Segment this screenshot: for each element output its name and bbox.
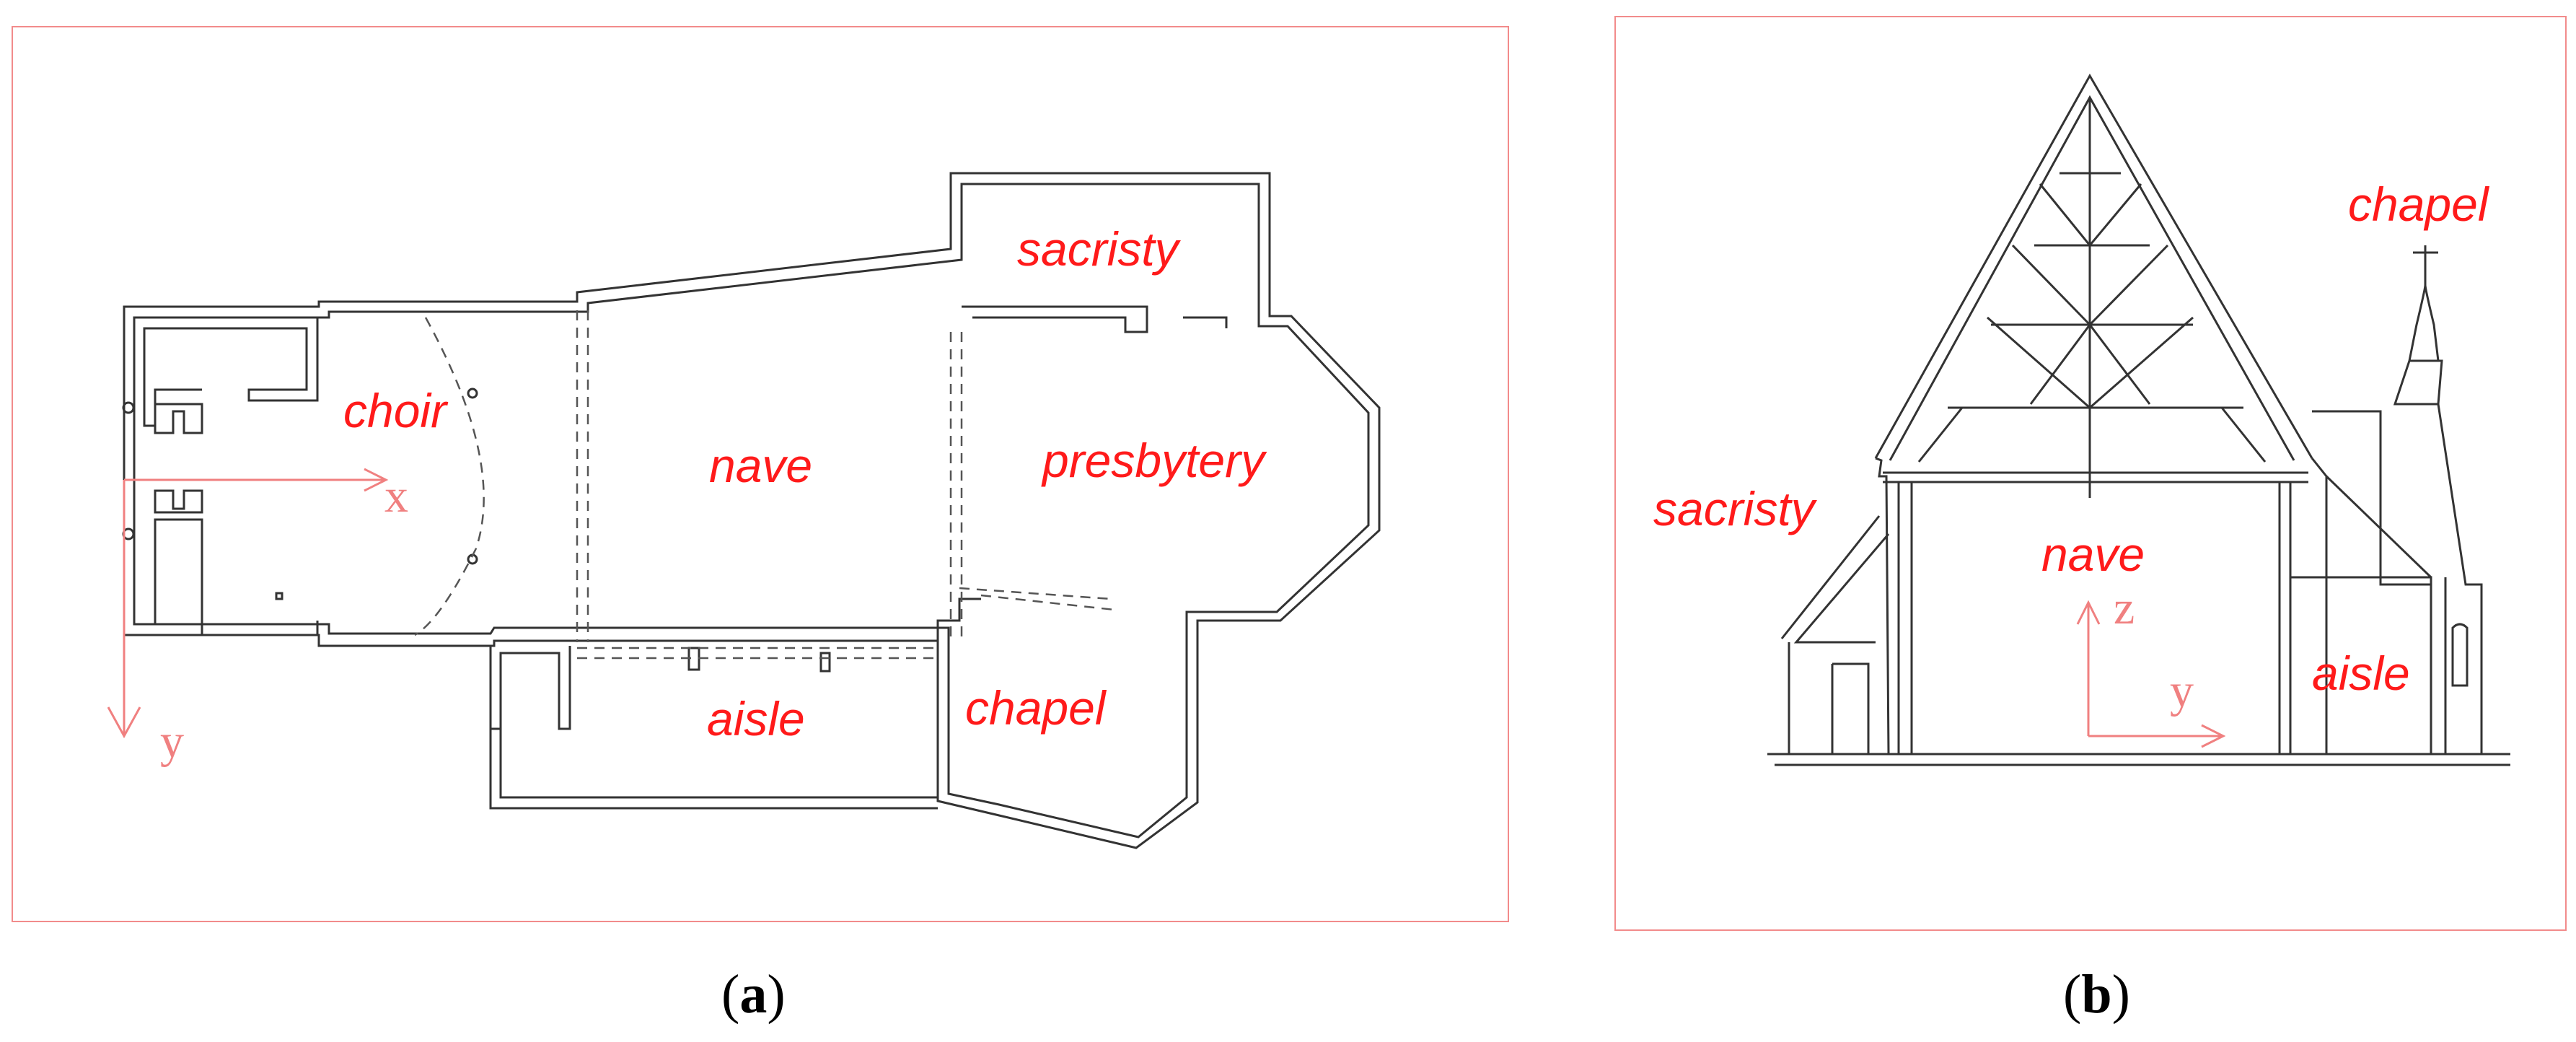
nave-divider-left bbox=[576, 310, 589, 642]
aisle-walls bbox=[2290, 576, 2447, 754]
y-axis-b bbox=[2088, 724, 2226, 748]
label-b-nave: nave bbox=[2041, 527, 2145, 581]
aisle-roof bbox=[2312, 410, 2432, 586]
choir-bay-bottom bbox=[134, 518, 319, 636]
z-axis bbox=[2076, 600, 2101, 736]
panel-a-frame bbox=[12, 26, 1509, 922]
label-presbytery: presbytery bbox=[1042, 434, 1265, 487]
y-axis bbox=[107, 480, 141, 739]
left-eave bbox=[1875, 457, 1890, 755]
caption-b: (b) bbox=[2063, 964, 2130, 1025]
label-chapel: chapel bbox=[965, 681, 1106, 735]
x-axis bbox=[124, 468, 389, 492]
aisle-line bbox=[577, 647, 938, 660]
aisle-wall bbox=[489, 646, 571, 730]
axis-yb-label: y bbox=[2170, 665, 2194, 717]
ground-line bbox=[1767, 753, 2510, 766]
right-eave bbox=[2311, 457, 2328, 754]
plan-inner-wall bbox=[133, 183, 1370, 839]
label-choir: choir bbox=[343, 384, 447, 437]
label-b-chapel: chapel bbox=[2348, 178, 2489, 231]
sacristy-roof bbox=[1780, 515, 1890, 644]
tie-beam bbox=[1883, 471, 2308, 483]
label-nave: nave bbox=[709, 439, 813, 492]
axis-y-label: y bbox=[160, 715, 184, 768]
axis-x-label: x bbox=[384, 470, 408, 522]
nave-wall-left bbox=[1897, 482, 1913, 754]
sacristy-inner bbox=[962, 305, 1228, 333]
label-sacristy: sacristy bbox=[1017, 222, 1179, 276]
nave-wall-right bbox=[2278, 482, 2292, 754]
aisle-bottom bbox=[489, 729, 938, 810]
label-aisle: aisle bbox=[707, 692, 805, 745]
plan-outer-wall bbox=[123, 172, 1381, 849]
axis-z-label: z bbox=[2114, 582, 2135, 634]
chapel-tower bbox=[2393, 245, 2443, 406]
chapel-divider bbox=[936, 597, 981, 641]
label-b-aisle: aisle bbox=[2312, 647, 2410, 700]
panel-b-frame bbox=[1614, 16, 2567, 931]
choir-arc bbox=[414, 317, 485, 636]
roof-outline bbox=[1874, 73, 2313, 459]
label-b-sacristy: sacristy bbox=[1653, 482, 1815, 535]
caption-a: (a) bbox=[721, 964, 786, 1025]
